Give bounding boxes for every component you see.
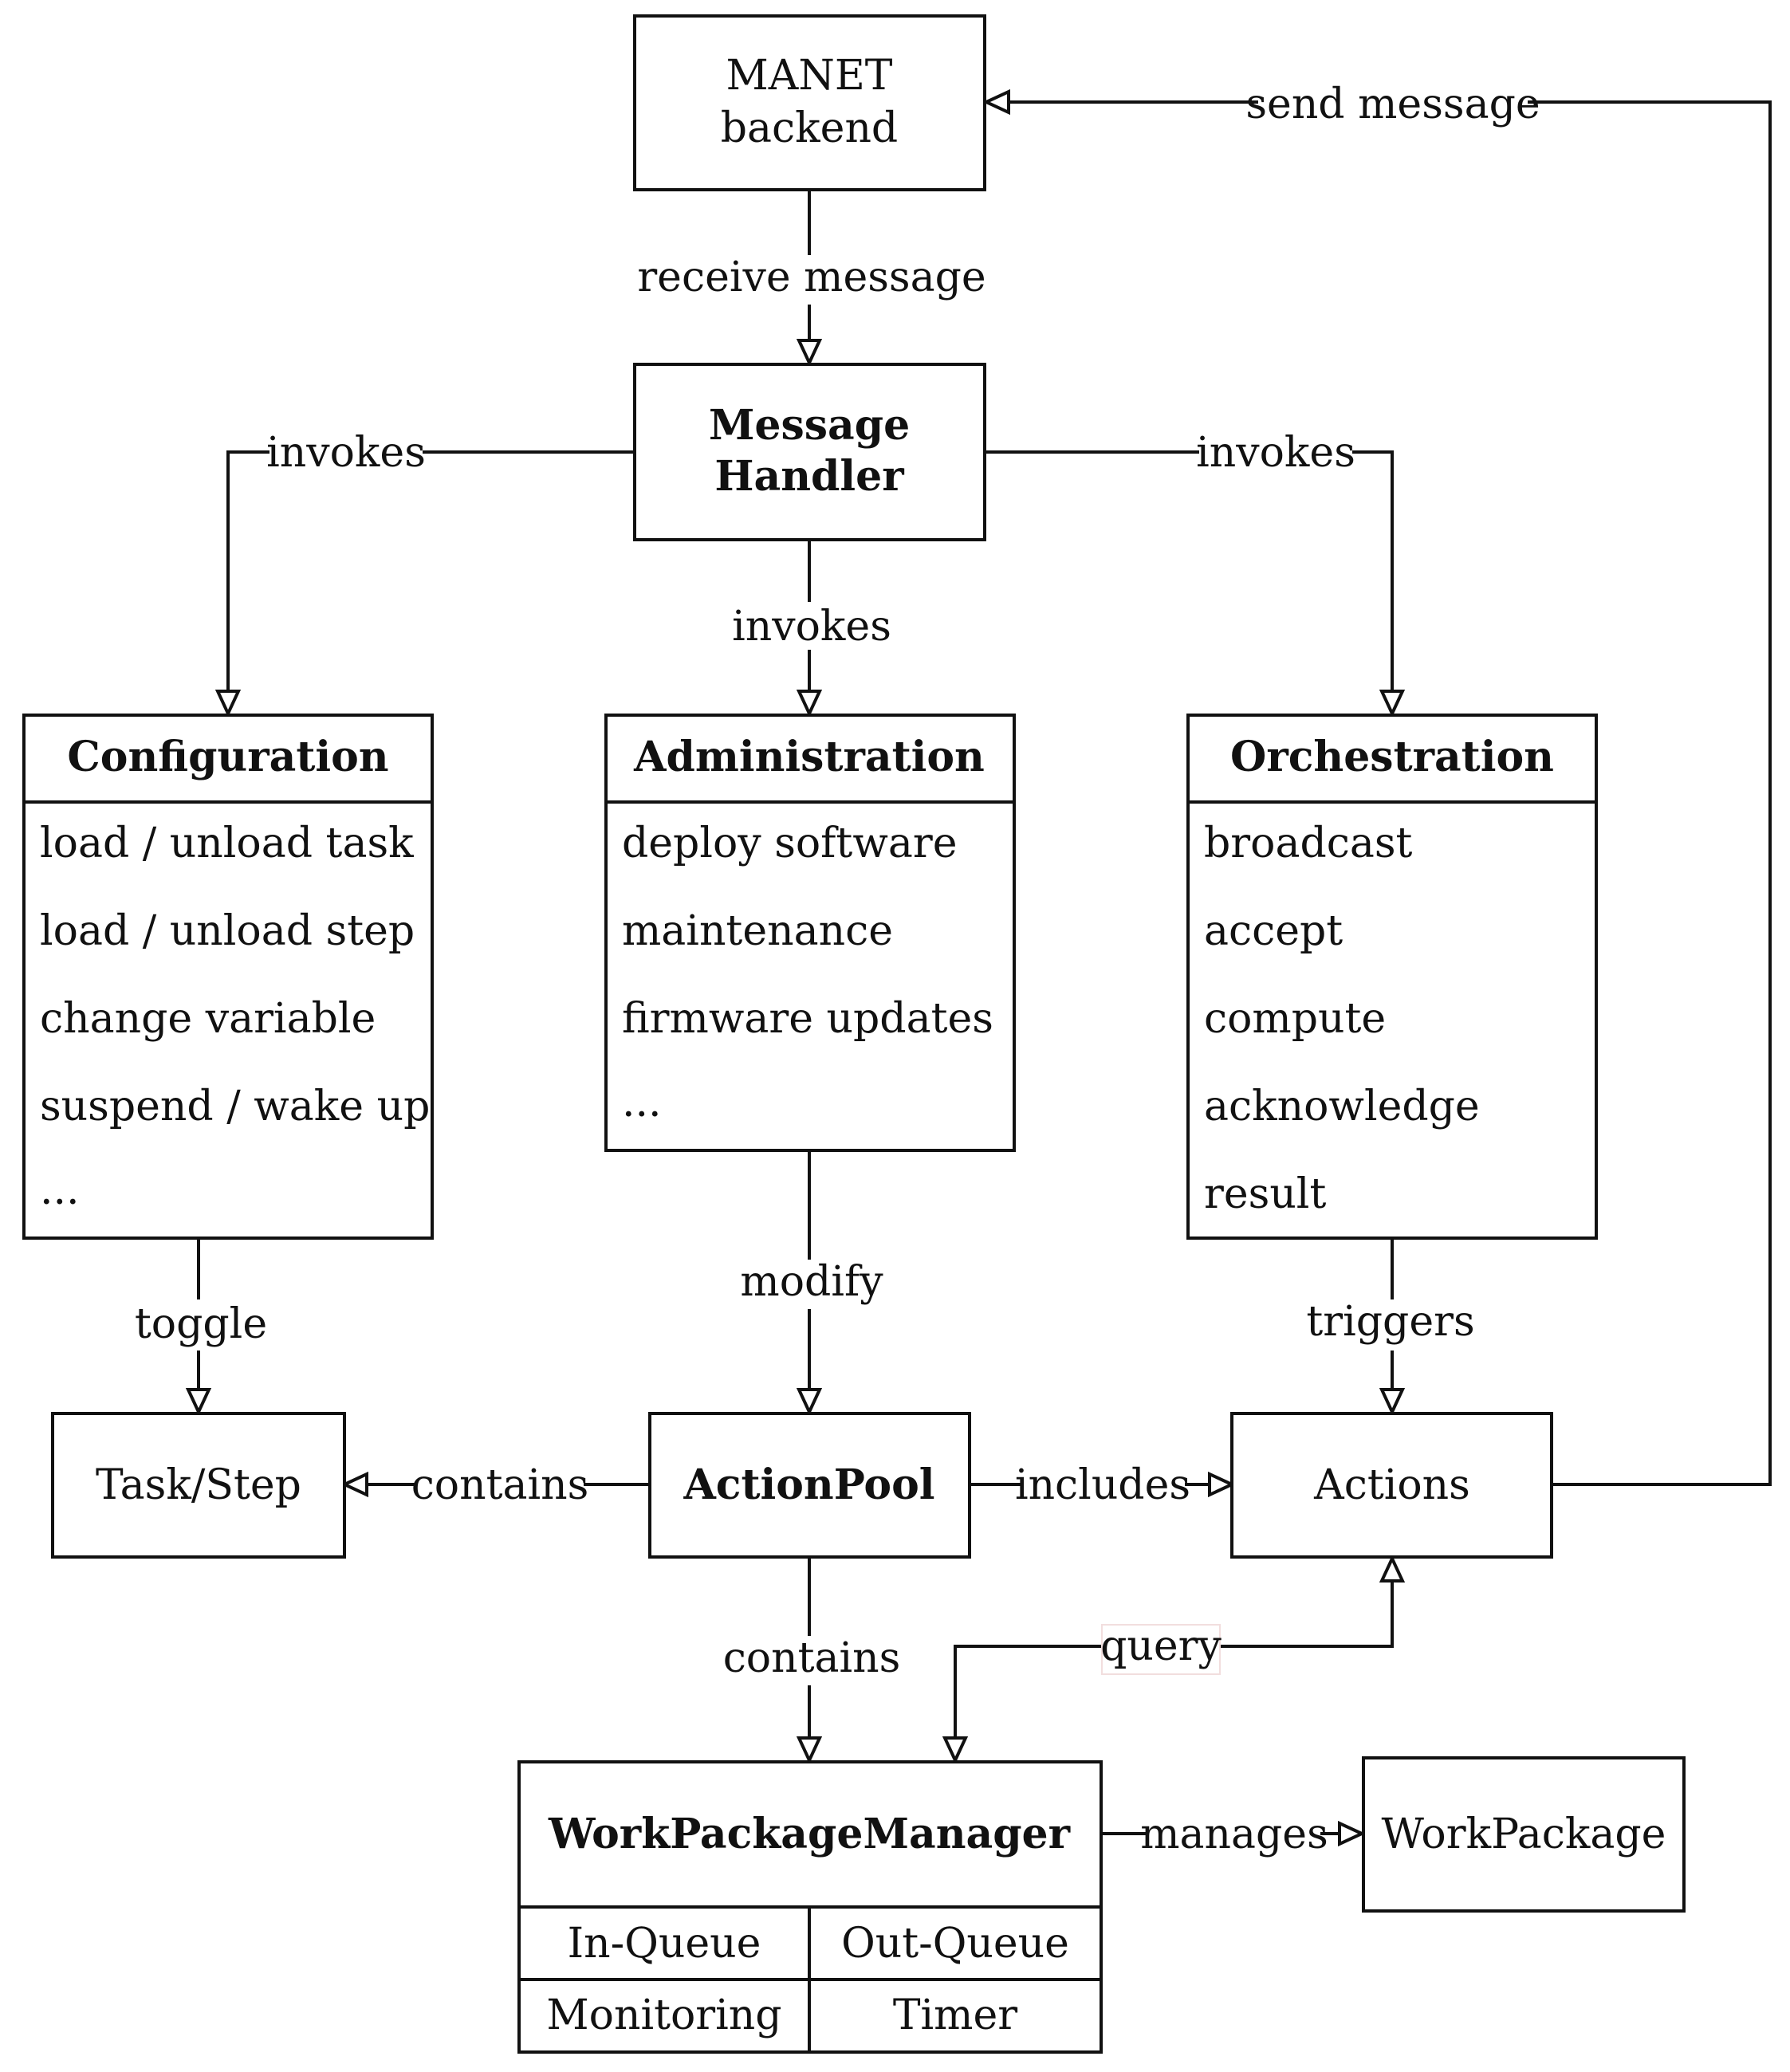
action-pool-node: ActionPool xyxy=(648,1412,971,1559)
administration-title: Administration xyxy=(633,733,985,781)
label-includes: includes xyxy=(1015,1461,1190,1509)
configuration-item: ... xyxy=(40,1166,80,1214)
label-invokes-left: invokes xyxy=(266,429,426,477)
administration-item: firmware updates xyxy=(622,995,993,1043)
arrowhead-manages xyxy=(1338,1820,1366,1847)
manet-backend-node: MANET backend xyxy=(633,14,986,191)
wpm-cell-monitoring: Monitoring xyxy=(546,1991,781,2039)
work-package-manager-node: WorkPackageManager In-Queue Out-Queue Mo… xyxy=(517,1760,1103,2054)
work-package-label: WorkPackage xyxy=(1382,1811,1666,1858)
arrowhead-query-up xyxy=(1379,1555,1406,1583)
task-step-node: Task/Step xyxy=(51,1412,346,1559)
arrowhead-invokes-configuration xyxy=(214,690,242,718)
configuration-node: Configuration load / unload task load / … xyxy=(22,714,434,1240)
orchestration-item: acknowledge xyxy=(1204,1083,1480,1130)
message-handler-node: Message Handler xyxy=(633,363,986,541)
administration-node: Administration deploy software maintenan… xyxy=(604,714,1016,1152)
configuration-item: suspend / wake up xyxy=(40,1083,430,1130)
wpm-cell-out-queue: Out-Queue xyxy=(841,1920,1069,1968)
configuration-item: change variable xyxy=(40,995,376,1043)
arrowhead-contains-wpm xyxy=(796,1736,823,1764)
label-contains-left: contains xyxy=(411,1461,589,1509)
label-toggle: toggle xyxy=(135,1300,267,1348)
arrowhead-includes xyxy=(1208,1471,1236,1498)
arrowhead-modify xyxy=(796,1388,823,1416)
arrowhead-triggers xyxy=(1379,1388,1406,1416)
action-pool-label: ActionPool xyxy=(683,1461,934,1509)
label-send-message: send message xyxy=(1245,81,1540,128)
edge-invokes-configuration xyxy=(226,450,635,694)
actions-label: Actions xyxy=(1313,1461,1470,1509)
configuration-item: load / unload task xyxy=(40,820,414,867)
orchestration-item: accept xyxy=(1204,907,1343,955)
administration-item: deploy software xyxy=(622,820,957,867)
label-invokes-right: invokes xyxy=(1196,429,1355,477)
wpm-cell-in-queue: In-Queue xyxy=(568,1920,761,1968)
label-receive-message: receive message xyxy=(637,254,985,301)
manet-backend-line2: backend xyxy=(721,104,898,152)
arrowhead-invokes-administration xyxy=(796,690,823,718)
arrowhead-receive-message xyxy=(796,339,823,367)
administration-item: ... xyxy=(622,1079,662,1126)
configuration-title: Configuration xyxy=(67,733,388,781)
configuration-item: load / unload step xyxy=(40,907,415,955)
orchestration-item: compute xyxy=(1204,995,1386,1043)
arrowhead-toggle xyxy=(185,1388,212,1416)
edge-labels: send message receive message invokes inv… xyxy=(135,80,1540,1860)
label-manages: manages xyxy=(1140,1811,1328,1858)
arrowhead-query-down xyxy=(942,1736,969,1764)
orchestration-node: Orchestration broadcast accept compute a… xyxy=(1186,714,1598,1240)
arrowhead-contains-task xyxy=(340,1471,368,1498)
orchestration-title: Orchestration xyxy=(1230,733,1554,781)
message-handler-line2: Handler xyxy=(714,452,904,501)
label-invokes-center: invokes xyxy=(732,603,891,651)
work-package-node: WorkPackage xyxy=(1362,1756,1686,1913)
work-package-manager-title: WorkPackageManager xyxy=(548,1810,1071,1858)
actions-node: Actions xyxy=(1230,1412,1553,1559)
edge-invokes-orchestration xyxy=(985,450,1394,694)
manet-backend-line1: MANET xyxy=(726,52,893,100)
message-handler-line1: Message xyxy=(709,401,910,450)
task-step-label: Task/Step xyxy=(96,1461,301,1509)
label-triggers: triggers xyxy=(1306,1298,1474,1346)
administration-item: maintenance xyxy=(622,907,893,955)
arrowhead-invokes-orchestration xyxy=(1379,690,1406,718)
orchestration-item: broadcast xyxy=(1204,820,1413,867)
label-contains-down: contains xyxy=(723,1634,901,1682)
arrowhead-send-message xyxy=(982,88,1010,116)
orchestration-item: result xyxy=(1204,1170,1326,1218)
wpm-cell-timer: Timer xyxy=(893,1991,1017,2039)
label-query: query xyxy=(1100,1622,1222,1670)
label-modify: modify xyxy=(740,1258,883,1306)
